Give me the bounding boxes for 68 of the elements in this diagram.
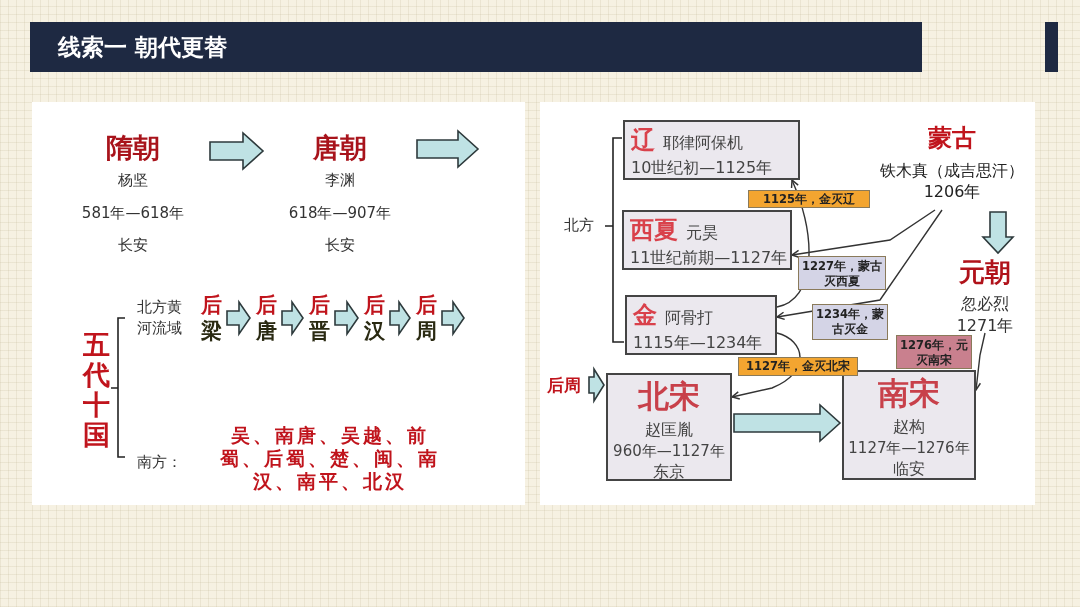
state-box bbox=[606, 373, 732, 481]
capital-name: 东京 bbox=[652, 461, 686, 483]
title-bar: 线索一 朝代更替 bbox=[30, 22, 922, 72]
date-range: 618年—907年 bbox=[287, 203, 393, 223]
region-label: 北方黄河流域 bbox=[137, 297, 183, 339]
date-range: 10世纪初—1125年 bbox=[631, 158, 774, 178]
dynasty-name: 周 bbox=[414, 318, 438, 345]
dynasty-prefix: 后 bbox=[307, 293, 331, 318]
year: 1271年 bbox=[955, 315, 1015, 337]
dynasty-name: 汉 bbox=[362, 318, 386, 345]
block-arrow bbox=[733, 403, 842, 443]
dynasty-prefix: 后 bbox=[199, 293, 223, 318]
dynasty-name: 后周 bbox=[547, 374, 582, 396]
capital-name: 长安 bbox=[324, 235, 356, 255]
ruler-name: 赵匡胤 bbox=[644, 419, 694, 441]
heading: 五代十国 bbox=[81, 330, 111, 450]
block-arrow bbox=[281, 299, 304, 337]
dynasty-name: 隋朝 bbox=[105, 131, 161, 165]
ruler-name: 杨坚 bbox=[117, 170, 149, 190]
ruler-name: 阿骨打 bbox=[665, 308, 713, 327]
event-label: 1276年，元灭南宋 bbox=[896, 335, 972, 369]
block-arrow bbox=[981, 211, 1015, 255]
state-box bbox=[623, 120, 800, 180]
capital-name: 长安 bbox=[117, 235, 149, 255]
region-label: 南方： bbox=[137, 452, 183, 473]
event-label: 1234年，蒙古灭金 bbox=[812, 304, 888, 340]
block-arrow bbox=[588, 366, 605, 404]
event-label: 1125年，金灭辽 bbox=[748, 190, 870, 208]
state-name: 蒙古 bbox=[927, 123, 977, 154]
state-box bbox=[842, 370, 976, 480]
dynasty-prefix: 后 bbox=[362, 293, 386, 318]
state-box bbox=[622, 210, 792, 270]
state-name: 西夏 bbox=[630, 216, 678, 244]
event-label: 1227年，蒙古灭西夏 bbox=[798, 256, 886, 290]
ruler-name: 耶律阿保机 bbox=[663, 133, 743, 152]
date-range: 1127年—1276年 bbox=[847, 438, 971, 458]
dynasty-name: 元朝 bbox=[958, 256, 1012, 289]
ruler-name: 李渊 bbox=[324, 170, 356, 190]
block-arrow bbox=[334, 299, 359, 337]
dynasty-name: 南宋 bbox=[877, 374, 941, 412]
ruler-name: 赵构 bbox=[892, 416, 926, 438]
state-name: 辽 bbox=[631, 126, 655, 154]
event-label: 1127年，金灭北宋 bbox=[738, 357, 858, 376]
dynasty-prefix: 后 bbox=[254, 293, 278, 318]
block-arrow bbox=[226, 299, 251, 337]
block-arrow bbox=[209, 131, 265, 171]
dynasty-name: 北宋 bbox=[636, 377, 701, 415]
date-range: 960年—1127年 bbox=[612, 441, 726, 461]
year: 1206年 bbox=[922, 182, 982, 202]
dynasty-name: 梁 bbox=[199, 318, 223, 345]
block-arrow bbox=[389, 299, 411, 337]
block-arrow bbox=[441, 299, 465, 337]
block-arrow bbox=[416, 129, 480, 169]
state-box bbox=[625, 295, 777, 355]
date-range: 581年—618年 bbox=[80, 203, 186, 223]
dynasty-name: 晋 bbox=[307, 318, 331, 345]
capital-name: 临安 bbox=[892, 458, 926, 480]
ruler-name: 元昊 bbox=[686, 223, 718, 242]
date-range: 1115年—1234年 bbox=[633, 333, 764, 353]
dynasty-prefix: 后 bbox=[414, 293, 438, 318]
dynasty-name: 唐 bbox=[254, 318, 278, 345]
arrow bbox=[791, 209, 936, 259]
state-list: 吴、南唐、吴越、前蜀、后蜀、楚、闽、南汉、南平、北汉 bbox=[216, 424, 444, 493]
region-label: 北方 bbox=[564, 215, 595, 235]
ruler-name: 忽必烈 bbox=[960, 293, 1010, 315]
ruler-name: 铁木真（成吉思汗） bbox=[879, 160, 1025, 182]
dynasty-name: 唐朝 bbox=[312, 131, 368, 165]
state-name: 金 bbox=[633, 301, 657, 329]
